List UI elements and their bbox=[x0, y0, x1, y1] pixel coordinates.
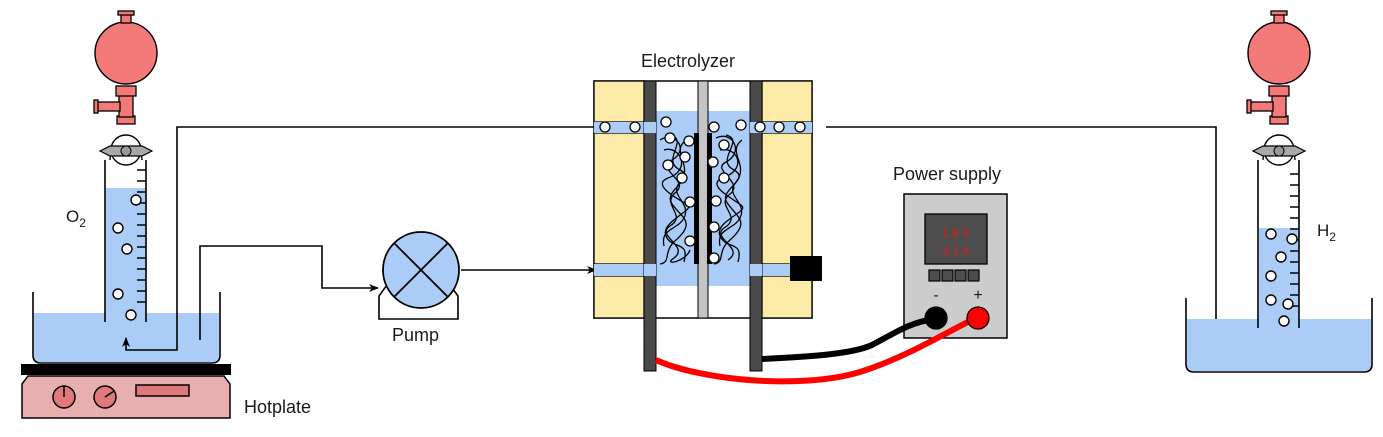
left-end-plate-middle bbox=[593, 132, 645, 265]
hotplate-label: Hotplate bbox=[244, 397, 311, 417]
right-end-plate-middle bbox=[761, 132, 813, 265]
membrane bbox=[697, 80, 709, 319]
outlet-plug bbox=[790, 256, 822, 281]
negative-terminal[interactable] bbox=[924, 306, 948, 330]
h2-gas-line bbox=[826, 126, 1284, 351]
ps-button-1[interactable] bbox=[928, 269, 941, 282]
left-end-plate-top bbox=[593, 80, 645, 123]
ps-button-4[interactable] bbox=[967, 269, 980, 282]
positive-terminal-label: + bbox=[973, 287, 982, 304]
o2-pipette-bulb bbox=[93, 10, 158, 125]
right-beaker bbox=[1185, 298, 1373, 373]
o2-collection-setup: O2 Hotplate bbox=[21, 10, 311, 419]
h2-cylinder bbox=[1257, 160, 1300, 328]
voltage-readout: 1.8 V bbox=[942, 226, 970, 240]
o2-cylinder bbox=[104, 160, 147, 322]
left-end-plate-bottom bbox=[593, 275, 645, 319]
o2-gas-line bbox=[122, 126, 594, 351]
cathode-catalyst-layer bbox=[707, 133, 712, 264]
o2-cylinder-water bbox=[106, 188, 146, 323]
h2-collection-setup: H2 bbox=[1185, 10, 1373, 373]
cathode-plate bbox=[749, 80, 763, 372]
h2-pipette-bulb bbox=[1246, 10, 1311, 125]
pump[interactable]: Pump bbox=[378, 231, 460, 345]
right-end-plate-top bbox=[761, 80, 813, 123]
electrolyzer: Electrolyzer bbox=[593, 51, 822, 372]
ps-button-2[interactable] bbox=[941, 269, 954, 282]
power-supply-label: Power supply bbox=[893, 164, 1001, 184]
h2-bubbles bbox=[1265, 228, 1298, 327]
power-supply-display bbox=[924, 213, 988, 265]
water-feed-line bbox=[199, 245, 379, 340]
anode-plate bbox=[643, 80, 657, 372]
hotplate-top-plate bbox=[21, 364, 231, 375]
o2-bubbles bbox=[112, 194, 142, 321]
positive-wire bbox=[654, 315, 978, 385]
anode-catalyst-layer bbox=[694, 133, 699, 264]
right-beaker-water bbox=[1187, 319, 1371, 371]
current-readout: 4.1 A bbox=[942, 244, 969, 258]
power-supply: Power supply 1.8 V 4.1 A - + bbox=[893, 164, 1008, 339]
electrolyzer-label: Electrolyzer bbox=[641, 51, 735, 71]
right-end-plate-bottom bbox=[761, 275, 813, 319]
ps-button-3[interactable] bbox=[954, 269, 967, 282]
h2-label: H2 bbox=[1317, 221, 1336, 244]
negative-wire bbox=[761, 316, 936, 362]
gas-bubbles bbox=[599, 116, 806, 264]
negative-terminal-label: - bbox=[933, 287, 938, 304]
o2-label: O2 bbox=[66, 207, 86, 230]
o2-cylinder-graduations bbox=[137, 169, 146, 303]
pump-label: Pump bbox=[392, 325, 439, 345]
left-beaker bbox=[32, 292, 221, 364]
power-supply-buttons[interactable] bbox=[928, 269, 980, 282]
hotplate-display bbox=[135, 384, 190, 397]
positive-terminal[interactable] bbox=[966, 306, 990, 330]
